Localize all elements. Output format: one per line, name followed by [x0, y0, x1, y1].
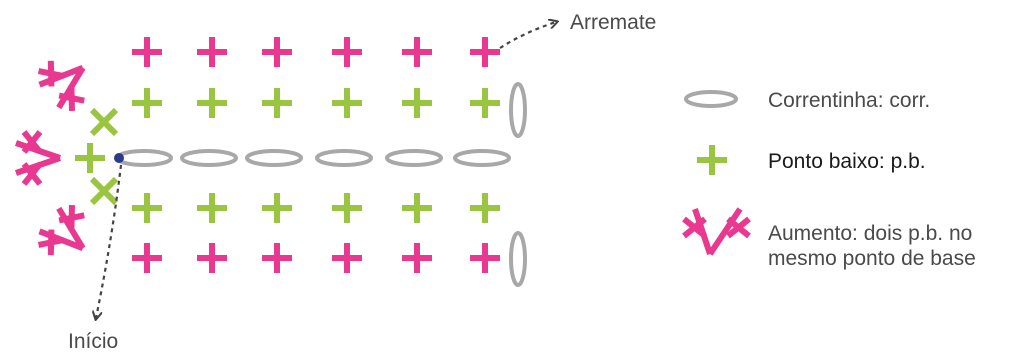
single-crochet-stitch [402, 88, 432, 118]
single-crochet-stitch [197, 88, 227, 118]
single-crochet-stitch [402, 193, 432, 223]
stitch-chart [15, 37, 527, 287]
single-crochet-stitch [402, 243, 432, 273]
chain-stitch [115, 149, 173, 167]
increase-stitch [37, 60, 86, 111]
single-crochet-stitch [262, 193, 292, 223]
turning-chain [509, 82, 527, 138]
turning-chain [509, 231, 527, 287]
single-crochet-stitch [197, 193, 227, 223]
single-crochet-stitch [262, 243, 292, 273]
legend-chain-label: Correntinha: corr. [768, 89, 930, 112]
single-crochet-stitch [470, 193, 500, 223]
legend-increase-label-line2: mesmo ponto de base [768, 247, 976, 270]
single-crochet-stitch [332, 88, 362, 118]
single-crochet-stitch [470, 37, 500, 67]
single-crochet-stitch [470, 88, 500, 118]
single-crochet-stitch [132, 193, 162, 223]
start-arrow [96, 164, 123, 318]
single-crochet-stitch [402, 37, 432, 67]
single-crochet-stitch [89, 107, 119, 137]
single-crochet-stitch [332, 37, 362, 67]
legend-increase-label-line1: Aumento: dois p.b. no [768, 222, 972, 245]
single-crochet-stitch [197, 243, 227, 273]
single-crochet-stitch [89, 176, 119, 206]
single-crochet-stitch [332, 193, 362, 223]
chain-stitch [245, 149, 303, 167]
single-crochet-stitch [470, 243, 500, 273]
oval-chain-icon [684, 90, 738, 108]
start-point-dot [114, 153, 124, 163]
single-crochet-stitch [132, 88, 162, 118]
chain-stitch [385, 149, 443, 167]
single-crochet-stitch [262, 88, 292, 118]
finish-arrow [499, 22, 556, 49]
single-crochet-stitch [132, 37, 162, 67]
single-crochet-stitch [75, 143, 105, 173]
v-increase-icon [682, 207, 751, 256]
increase-stitch [15, 130, 61, 186]
single-crochet-stitch [132, 243, 162, 273]
single-crochet-stitch [262, 37, 292, 67]
chain-stitch [453, 149, 511, 167]
single-crochet-stitch [197, 37, 227, 67]
chain-stitch [315, 149, 373, 167]
plus-stitch-icon [697, 145, 727, 175]
increase-stitch [37, 205, 86, 256]
single-crochet-stitch [332, 243, 362, 273]
legend-single-crochet-label: Ponto baixo: p.b. [768, 150, 926, 173]
finish-label: Arremate [570, 11, 656, 34]
legend: Correntinha: corr. Ponto baixo: p.b. Aum… [682, 89, 976, 270]
chain-stitch [180, 149, 238, 167]
start-label: Início [68, 330, 118, 353]
